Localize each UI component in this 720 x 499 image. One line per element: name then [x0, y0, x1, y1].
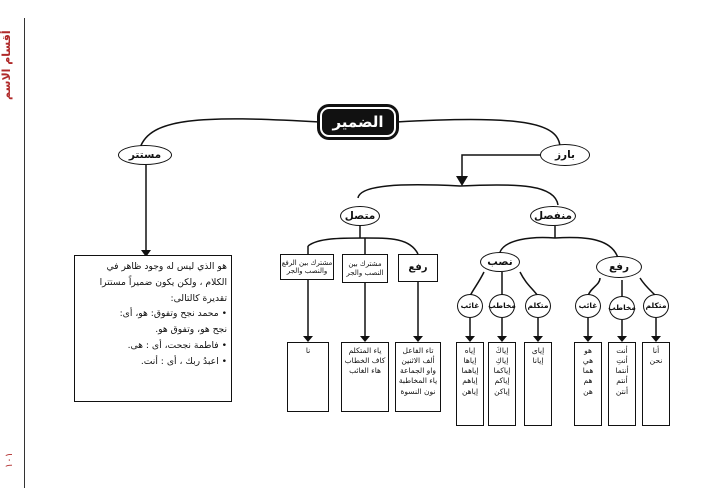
list-item: إياهن: [461, 386, 479, 396]
tag-raf-connected: رفع: [398, 254, 438, 282]
nasb-absent-node: غائب: [457, 294, 483, 318]
list-raf-absent: هو هي هما هم هن: [574, 342, 602, 426]
list-item: هن: [583, 386, 593, 396]
list-raf-speaker: أنا نحن: [642, 342, 670, 426]
tag-shared-nasb-jarr: مشترك بين النصب والجر: [342, 254, 388, 283]
list-item: أنتما: [615, 366, 629, 376]
list-nasb-addressee: إياكَ إياكِ إياكما إياكم إياكن: [488, 342, 516, 426]
root-node: الضمير: [320, 107, 396, 137]
list-item: إياى: [531, 346, 545, 355]
wire-root-right: [395, 118, 561, 149]
description-line: • محمد نجح وتفوق: هو، أى:: [119, 308, 227, 320]
list-item: ياء المخاطبة: [398, 376, 438, 386]
list-item: نون النسوة: [400, 386, 436, 396]
list-item: إياكم: [494, 376, 510, 386]
nasb-node: نصب: [480, 252, 520, 272]
wire-separate-arcs: [499, 226, 619, 259]
wire-to-lists: [307, 280, 657, 340]
list-item: أنتِ: [616, 356, 628, 366]
raf-speaker-node: متكلم: [643, 294, 669, 318]
list-item: ياء المتكلم: [348, 346, 382, 355]
description-line: • اعبدُ ربك ، أى : أنت.: [140, 355, 227, 367]
list-item: إياكَ: [495, 346, 509, 355]
list-item: هاء الغائب: [349, 366, 381, 376]
wire-root-left: [139, 118, 321, 149]
description-line: الكلام ، ولكن يكون ضميراً مستترا: [99, 276, 227, 288]
list-item: ألف الاثنين: [401, 356, 435, 366]
description-line: تقديرة كالتالى:: [170, 292, 227, 304]
wire-split: [357, 184, 559, 206]
wire-connected-down: [307, 225, 366, 254]
visible-node: بارز: [540, 144, 590, 166]
connected-node: متصل: [340, 206, 380, 226]
list-item: أنتن: [615, 386, 629, 396]
nasb-addressee-node: مخاطب: [488, 294, 516, 318]
list-item: نا: [305, 346, 311, 355]
wire-visible-arrow: [461, 154, 542, 180]
description-line: • فاطمة نجحت، أى : هى.: [127, 340, 227, 352]
list-item: أنت: [616, 346, 628, 355]
arrowhead-visible: [456, 176, 468, 186]
list-item: كاف الخطاب: [344, 356, 386, 366]
list-item: إياهم: [462, 376, 478, 386]
list-item: هي: [582, 356, 594, 366]
list-nasb-speaker: إياى إيانا: [524, 342, 552, 426]
wire-nasb-kids: [469, 271, 539, 297]
hidden-node: مستتر: [118, 145, 172, 165]
list-raf-connected: تاء الفاعل ألف الاثنين واو الجماعة ياء ا…: [395, 342, 441, 412]
list-raf-addressee: أنت أنتِ أنتما أنتم أنتن: [608, 342, 636, 426]
raf-absent-node: غائب: [575, 294, 601, 318]
list-item: أنا: [652, 346, 660, 355]
raf-node: رفع: [596, 256, 642, 278]
list-item: واو الجماعة: [399, 366, 437, 376]
list-item: إيانا: [532, 356, 544, 366]
description-line: هو الذي ليس له وجود ظاهر في: [106, 261, 227, 272]
margin-rule: [24, 18, 25, 488]
list-item: هو: [584, 346, 592, 355]
list-shared-all: نا: [287, 342, 329, 412]
separate-node: منفصل: [530, 206, 576, 226]
arrowhead-hidden: [141, 250, 151, 257]
wire-raf-kids: [587, 277, 657, 298]
nasb-speaker-node: متكلم: [525, 294, 551, 318]
list-item: تاء الفاعل: [402, 346, 434, 355]
list-item: هما: [582, 366, 594, 376]
list-shared-nasb-jarr: ياء المتكلم كاف الخطاب هاء الغائب: [341, 342, 389, 412]
arrowhead-lists: [303, 336, 661, 342]
raf-addressee-node: مخاطب: [608, 296, 636, 320]
hidden-description: هو الذي ليس له وجود ظاهر في الكلام ، ولك…: [74, 255, 232, 402]
tag-shared-all: مشترك بين الرفع والنصب والجر: [280, 254, 334, 280]
list-item: نحن: [649, 356, 663, 366]
list-item: إياه: [464, 346, 476, 355]
list-item: إياهما: [461, 366, 479, 376]
list-item: إياها: [463, 356, 477, 366]
list-item: هم: [583, 376, 593, 386]
list-item: إياكِ: [495, 356, 509, 366]
list-item: إياكما: [493, 366, 511, 376]
list-nasb-absent: إياه إياها إياهما إياهم إياهن: [456, 342, 484, 426]
wire-connected-bar: [307, 237, 419, 255]
description-line: نجح هو، وتفوق هو.: [155, 324, 227, 336]
list-item: أنتم: [616, 376, 628, 386]
list-item: إياكن: [494, 386, 510, 396]
